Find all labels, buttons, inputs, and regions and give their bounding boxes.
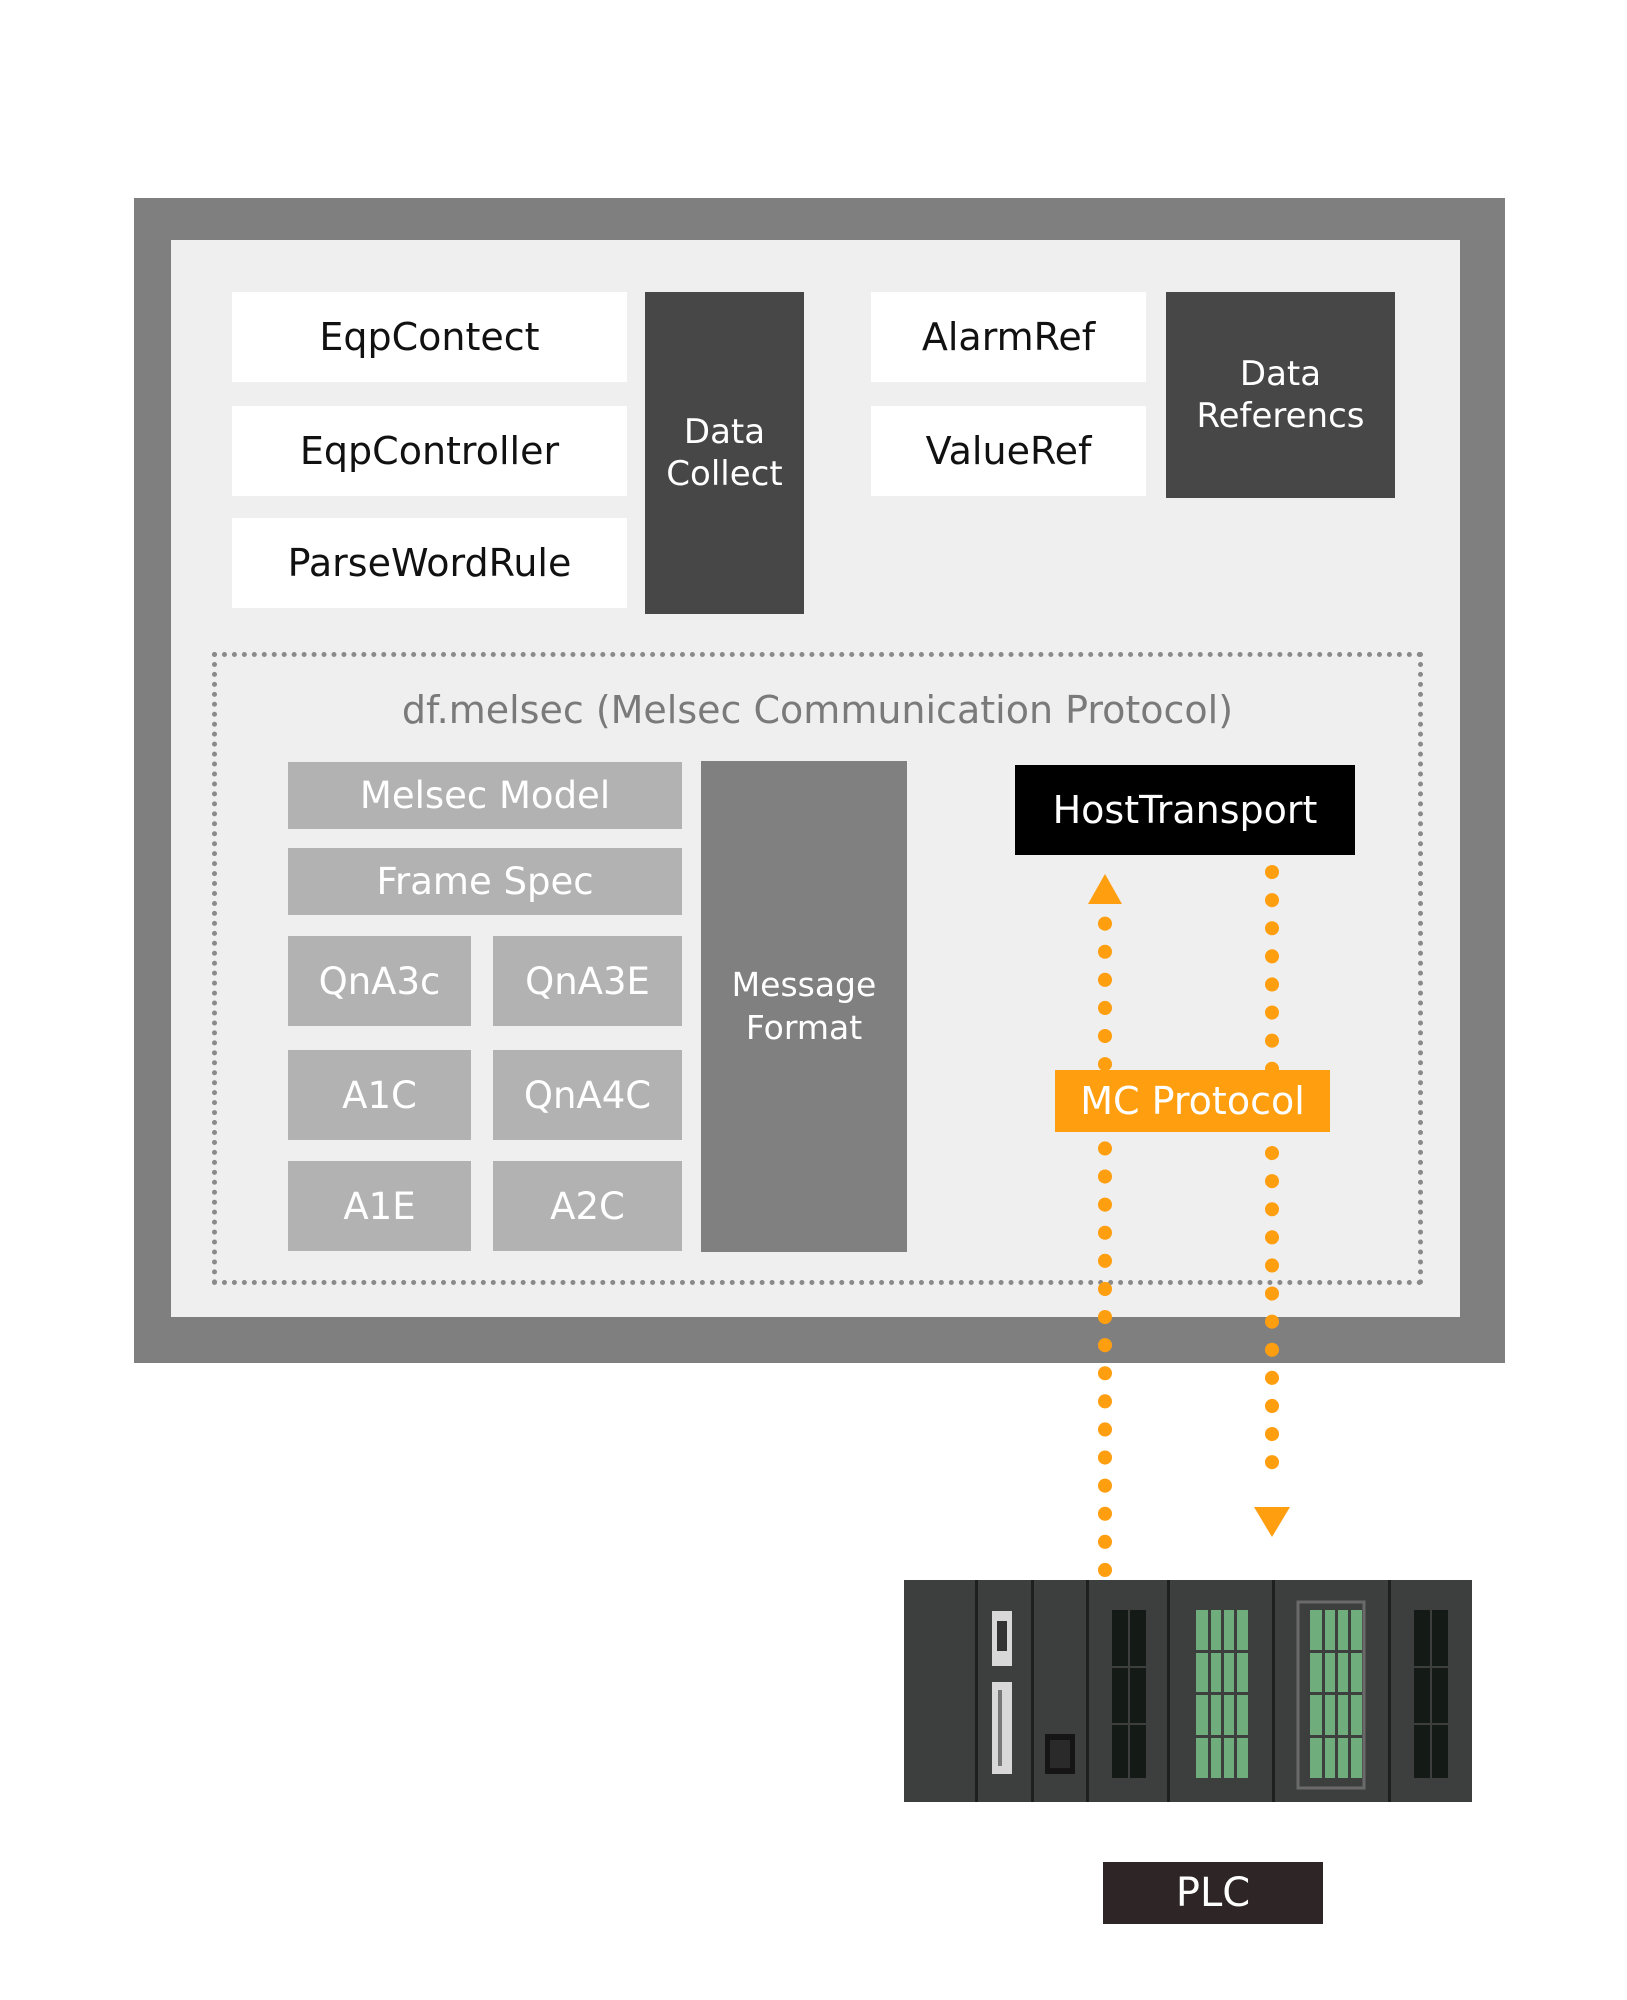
frame-qna3e-label: QnA3E [525, 959, 650, 1003]
data-collect-box: Data Collect [645, 292, 804, 614]
melsec-protocol-title-text: df.melsec (Melsec Communication Protocol… [401, 688, 1234, 732]
value-ref-box: ValueRef [871, 406, 1146, 496]
frame-a1c-label: A1C [342, 1073, 417, 1117]
value-ref-label: ValueRef [925, 429, 1092, 473]
frame-qna4c-box: QnA4C [493, 1050, 682, 1140]
data-references-label: Data Referencs [1196, 353, 1365, 437]
frame-a1e-label: A1E [343, 1184, 416, 1228]
mc-protocol-label: MC Protocol [1080, 1079, 1305, 1123]
frame-qna3c-box: QnA3c [288, 936, 471, 1026]
plc-label-box: PLC [1103, 1862, 1323, 1924]
plc-label: PLC [1175, 1870, 1251, 1916]
frame-a2c-label: A2C [550, 1184, 625, 1228]
plc-rack-icon [904, 1580, 1472, 1802]
eqp-controller-label: EqpController [299, 429, 560, 473]
frame-a1e-box: A1E [288, 1161, 471, 1251]
data-references-box: Data Referencs [1166, 292, 1395, 498]
data-collect-label: Data Collect [666, 411, 783, 495]
alarm-ref-box: AlarmRef [871, 292, 1146, 382]
host-transport-label: HostTransport [1052, 788, 1318, 832]
eqp-contect-box: EqpContect [232, 292, 627, 382]
alarm-ref-label: AlarmRef [921, 315, 1096, 359]
host-transport-box: HostTransport [1015, 765, 1355, 855]
frame-qna3e-box: QnA3E [493, 936, 682, 1026]
message-format-box: Message Format [701, 761, 907, 1252]
melsec-model-box: Melsec Model [288, 762, 682, 829]
parse-word-rule-label: ParseWordRule [287, 541, 572, 585]
frame-spec-label: Frame Spec [376, 860, 594, 903]
frame-a1c-box: A1C [288, 1050, 471, 1140]
frame-a2c-box: A2C [493, 1161, 682, 1251]
frame-spec-box: Frame Spec [288, 848, 682, 915]
down-arrow-icon [1254, 1507, 1290, 1537]
melsec-model-label: Melsec Model [359, 774, 611, 817]
mc-protocol-badge: MC Protocol [1055, 1070, 1330, 1132]
eqp-controller-box: EqpController [232, 406, 627, 496]
parse-word-rule-box: ParseWordRule [232, 518, 627, 608]
melsec-protocol-title: df.melsec (Melsec Communication Protocol… [212, 680, 1423, 740]
frame-qna3c-label: QnA3c [318, 959, 441, 1003]
melsec-protocol-frame [212, 652, 1423, 1285]
message-format-label: Message Format [731, 964, 877, 1047]
frame-qna4c-label: QnA4C [523, 1073, 652, 1117]
eqp-contect-label: EqpContect [319, 315, 540, 359]
up-arrow-icon [1088, 874, 1122, 904]
